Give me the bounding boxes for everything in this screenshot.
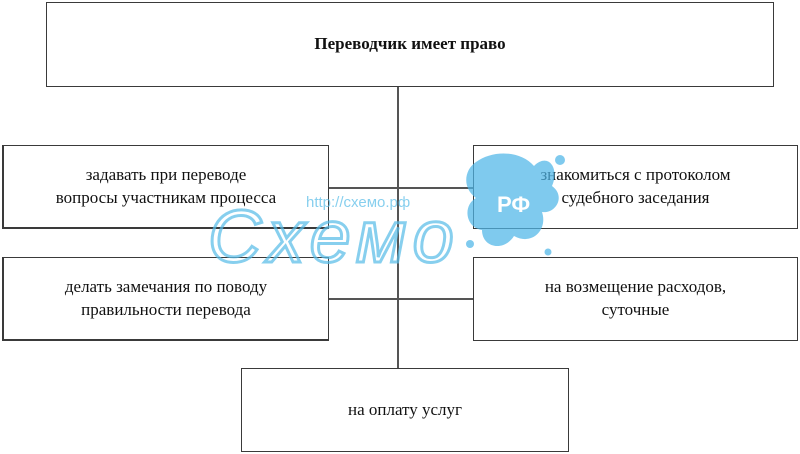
bottom-box-payment-label: на оплату услуг: [347, 399, 463, 419]
connector-row1: [329, 187, 473, 189]
right-box-expenses: на возмещение расходов, суточные: [473, 257, 798, 341]
left-box-questions: задавать при переводе вопросы участникам…: [2, 145, 329, 229]
left-box-remarks: делать замечания по поводу правильности …: [2, 257, 329, 341]
connector-vertical: [397, 87, 399, 369]
connector-row2: [329, 298, 473, 300]
bottom-box-payment: на оплату услуг: [241, 368, 569, 452]
right-box-protocol-line1: знакомиться с протоколом: [540, 165, 731, 185]
left-box-questions-line2: вопросы участникам процесса: [55, 187, 277, 207]
right-box-protocol-line2: судебного заседания: [561, 188, 710, 207]
root-title: Переводчик имеет право: [314, 34, 506, 54]
root-box: Переводчик имеет право: [46, 2, 774, 87]
left-box-remarks-line1: делать замечания по поводу: [64, 276, 268, 296]
left-box-questions-line1: задавать при переводе: [85, 164, 247, 184]
left-box-remarks-line2: правильности перевода: [81, 299, 251, 319]
right-box-expenses-line2: суточные: [601, 300, 670, 319]
right-box-expenses-line1: на возмещение расходов,: [544, 277, 727, 297]
right-box-protocol: знакомиться с протоколом судебного засед…: [473, 145, 798, 229]
